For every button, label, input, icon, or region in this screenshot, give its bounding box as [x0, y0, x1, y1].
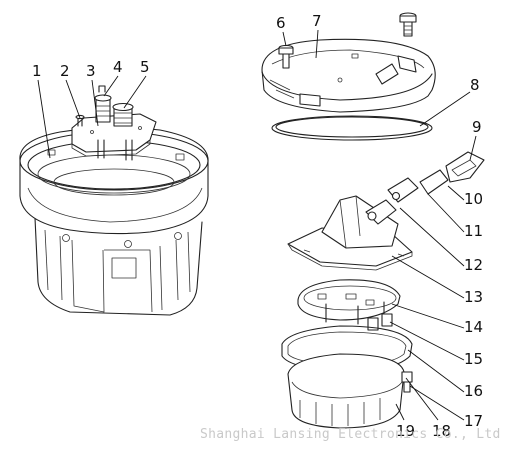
part-number-6: 6 [276, 14, 286, 32]
watermark-text: Shanghai Lansing Electronics Co., Ltd [200, 427, 501, 442]
part-number-13: 13 [464, 288, 483, 306]
part-number-5: 5 [140, 58, 150, 76]
housing-assembly [19, 126, 209, 316]
part-number-12: 12 [464, 256, 483, 274]
part-number-9: 9 [472, 118, 482, 136]
leader-lines [37, 29, 477, 421]
loose-bolt-icon [399, 12, 417, 37]
led-module-assembly [281, 279, 413, 429]
bracket-assembly [287, 151, 485, 271]
part-number-15: 15 [464, 350, 483, 368]
part-number-2: 2 [60, 62, 70, 80]
part-number-19: 19 [396, 422, 415, 440]
part-number-10: 10 [464, 190, 483, 208]
part-number-3: 3 [86, 62, 96, 80]
part-number-18: 18 [432, 422, 451, 440]
part-number-14: 14 [464, 318, 483, 336]
part-number-labels: 1 2 3 4 5 6 7 8 9 10 11 12 13 14 15 16 1… [32, 12, 483, 440]
part-number-8: 8 [470, 76, 480, 94]
part-number-7: 7 [312, 12, 322, 30]
part-number-4: 4 [113, 58, 123, 76]
cable-plate-assembly [71, 85, 157, 161]
part-number-11: 11 [464, 222, 483, 240]
part-number-1: 1 [32, 62, 42, 80]
part-number-17: 17 [464, 412, 483, 430]
cover-assembly [261, 12, 436, 141]
part-number-16: 16 [464, 382, 483, 400]
